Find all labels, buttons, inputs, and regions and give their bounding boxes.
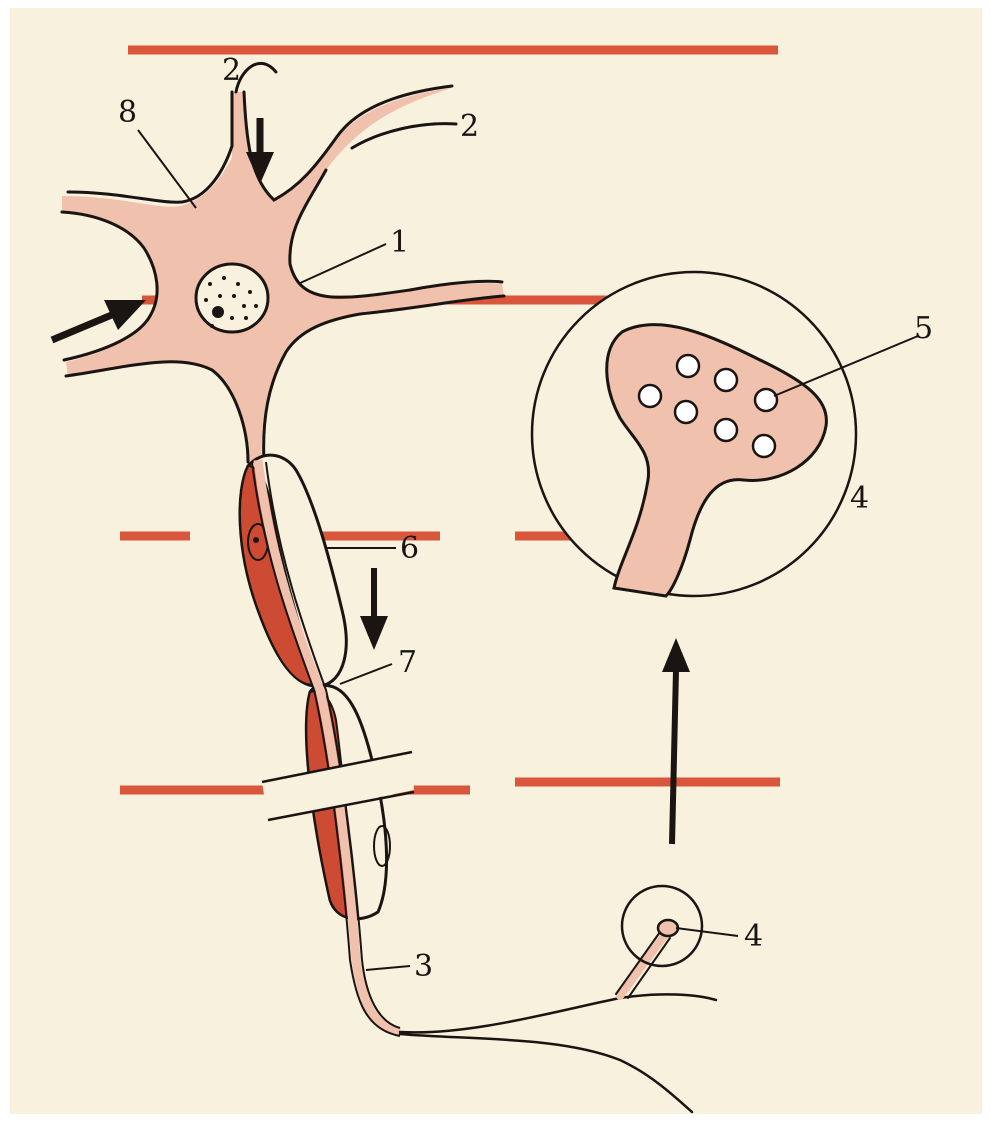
paper-background xyxy=(10,8,982,1114)
label-4-large: 4 xyxy=(850,481,869,516)
label-3: 3 xyxy=(414,949,433,984)
label-8: 8 xyxy=(118,95,137,130)
label-1: 1 xyxy=(390,225,409,260)
nucleus xyxy=(196,264,268,332)
nucleolus xyxy=(212,306,224,318)
label-7: 7 xyxy=(398,645,417,680)
label-2-right: 2 xyxy=(460,109,479,144)
label-2-top: 2 xyxy=(222,53,241,88)
label-4-small: 4 xyxy=(744,919,763,954)
label-5: 5 xyxy=(914,311,933,346)
synapse-magnified xyxy=(532,272,856,596)
label-6: 6 xyxy=(400,531,419,566)
